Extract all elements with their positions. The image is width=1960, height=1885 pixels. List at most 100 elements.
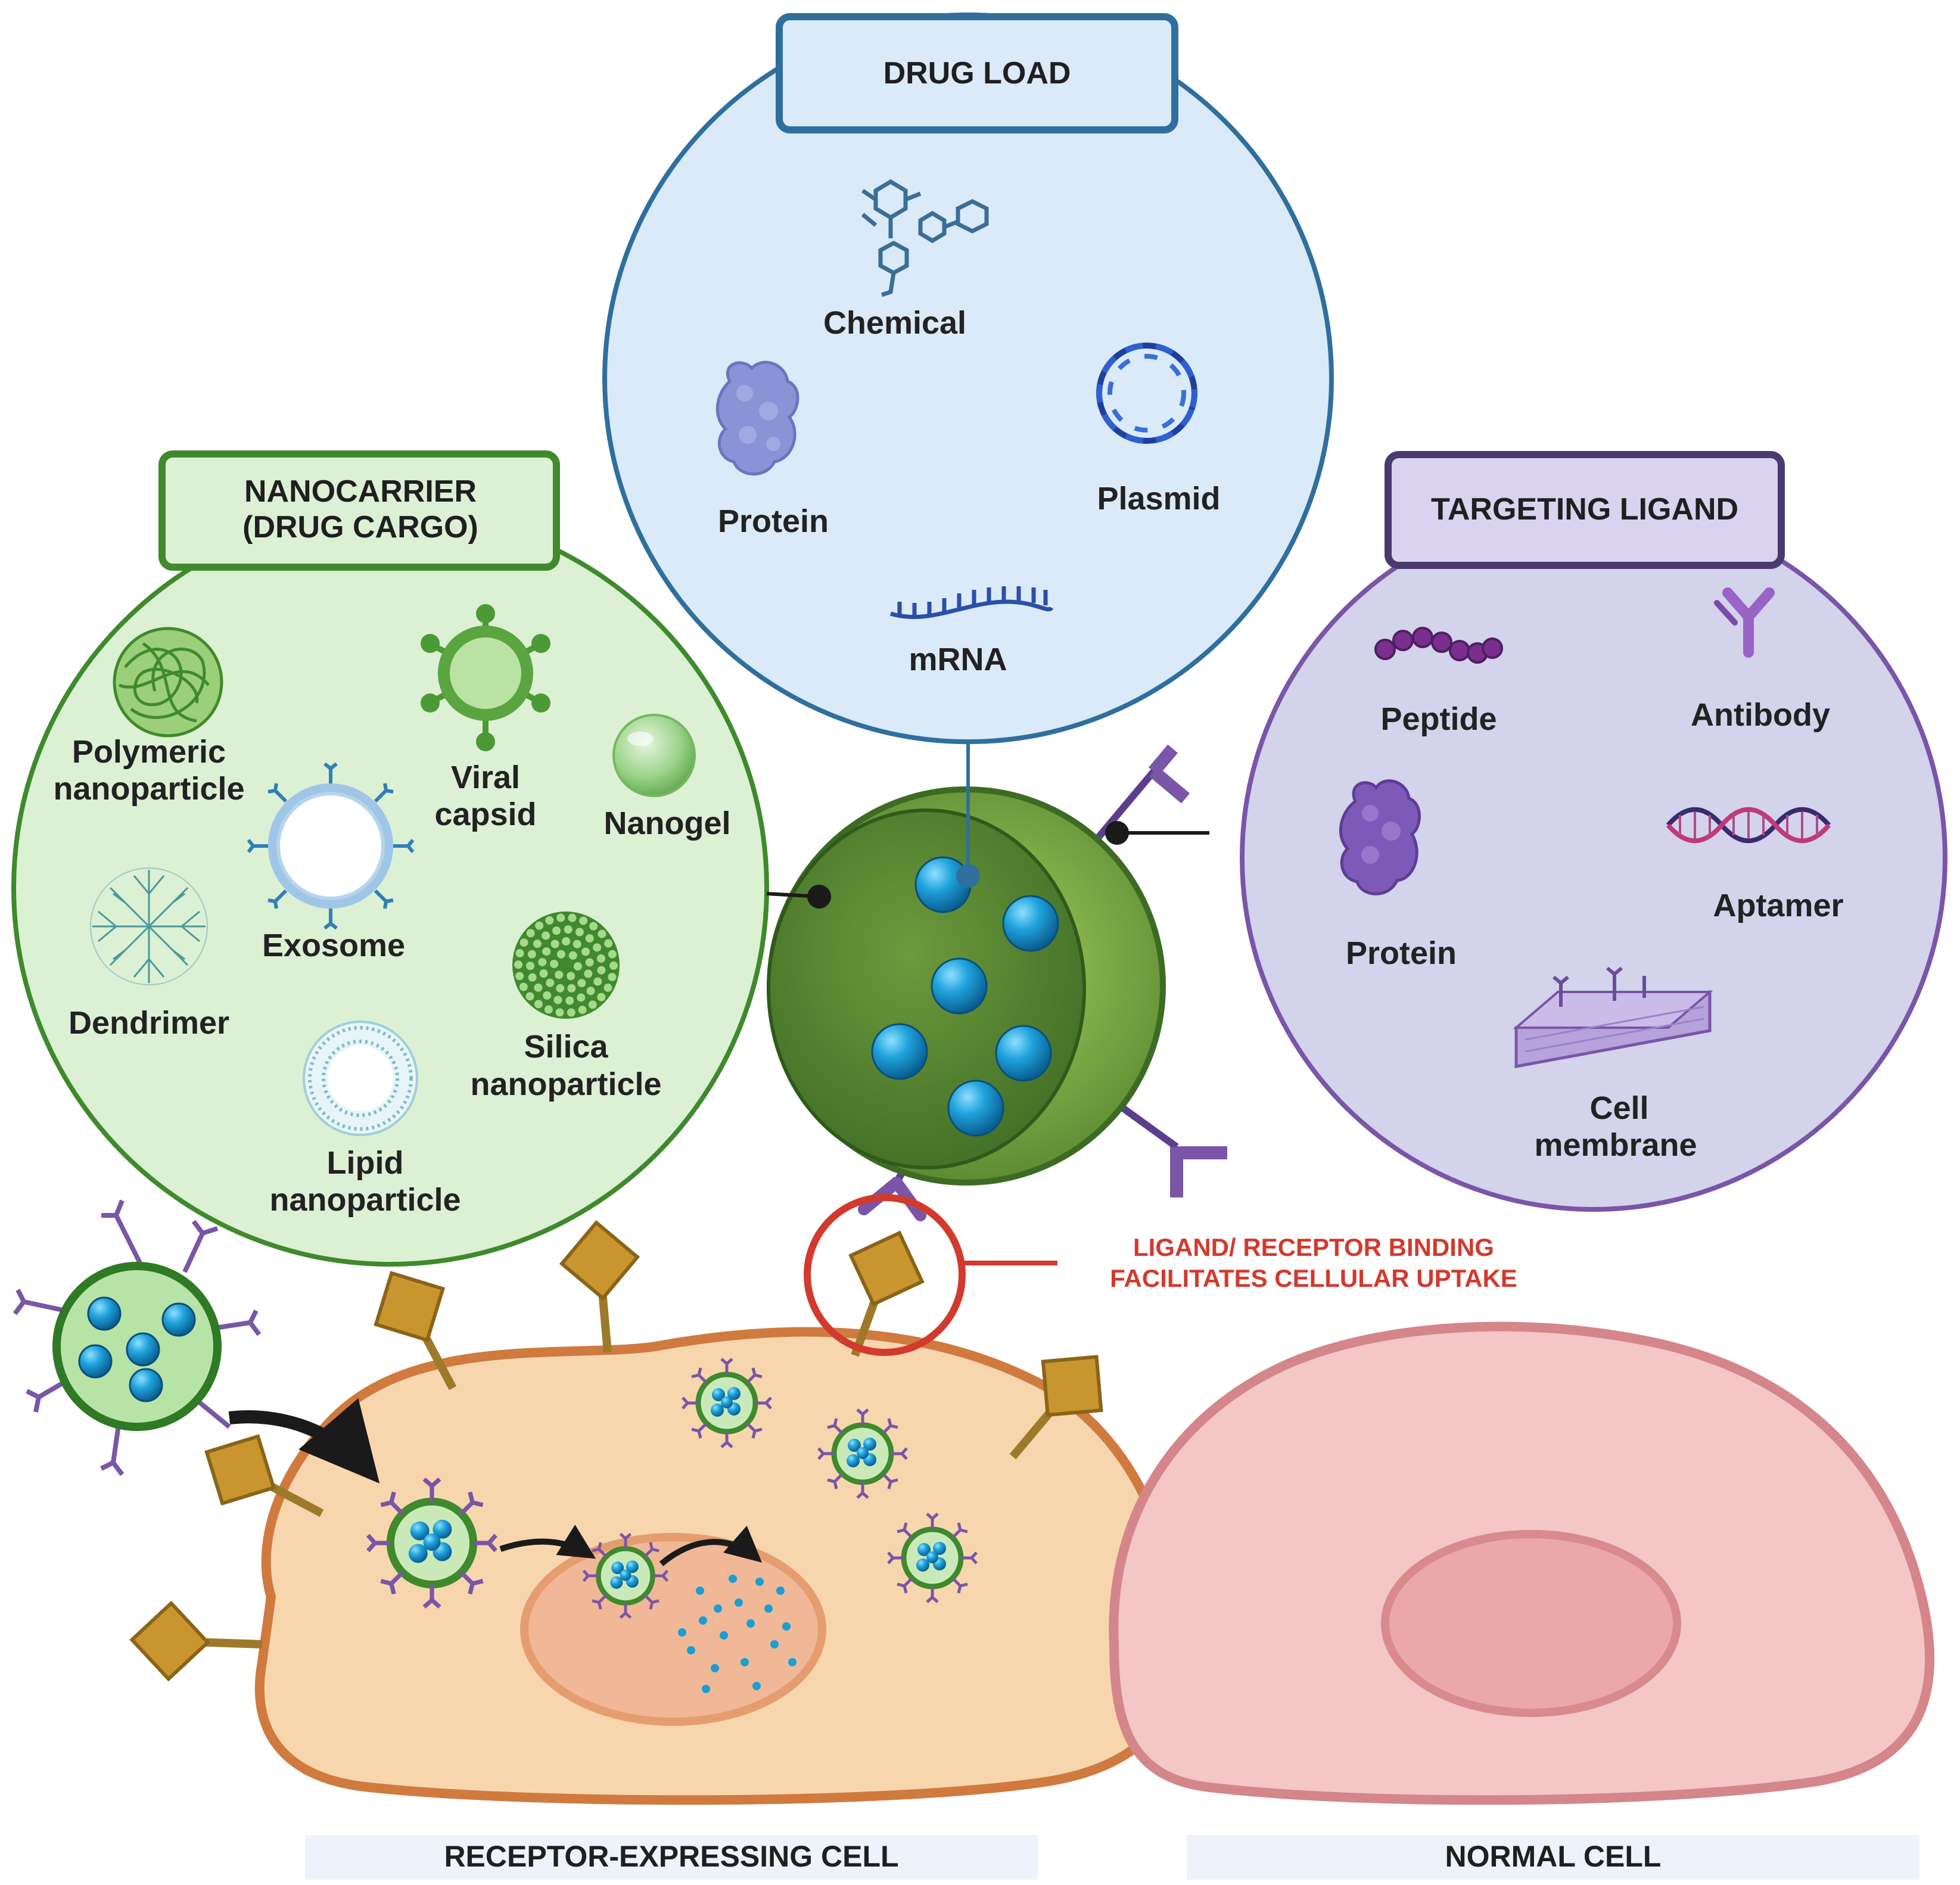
silica-pore [573, 940, 581, 948]
drug-sphere [87, 1296, 122, 1331]
silica-pore [608, 972, 617, 981]
central-antibody-bottom-right [1121, 1105, 1227, 1197]
silica-pore [593, 977, 602, 986]
silica-pore [525, 992, 534, 1001]
binding-annotation: LIGAND/ RECEPTOR BINDING FACILITATES CEL… [804, 1194, 1517, 1356]
silica-pore [564, 925, 573, 934]
silica-pore [534, 1000, 543, 1009]
silica-pore [514, 960, 523, 969]
nanocarrier-title-2: (DRUG CARGO) [242, 510, 478, 545]
silica-pore [526, 929, 535, 938]
drug-sphere [947, 1080, 1004, 1137]
silica-pore [603, 983, 612, 992]
silica-pore [544, 1005, 553, 1014]
normal-cell-caption: NORMAL CELL [1445, 1840, 1662, 1873]
silica-pore [556, 913, 565, 922]
silica-pore [573, 962, 582, 971]
dendrimer-label: Dendrimer [69, 1005, 229, 1041]
released-drug-dot [755, 1578, 764, 1586]
drug-sphere [129, 1368, 163, 1402]
nanogel-icon [612, 714, 696, 797]
drug-sphere [1002, 895, 1059, 952]
silica-pore [535, 921, 544, 930]
silica-pore [585, 934, 594, 943]
silica-pore [555, 1008, 564, 1017]
targeting-ligand-title: TARGETING LIGAND [1431, 492, 1738, 527]
released-drug-dot [770, 1640, 779, 1648]
drug-sphere [161, 1302, 196, 1337]
silica-pore [542, 947, 551, 956]
silica-pore [556, 950, 565, 959]
silica-pore [578, 1006, 587, 1015]
normal-cell [1109, 1321, 1935, 1805]
receptor-cell-caption-bg [305, 1835, 1038, 1880]
arrow-icon [499, 1525, 596, 1559]
released-drug-dot [788, 1658, 797, 1666]
silica-pore [556, 984, 565, 993]
silica-pore [545, 916, 554, 925]
drug-load-title: DRUG LOAD [883, 56, 1071, 91]
aptamer-label: Aptamer [1713, 888, 1843, 923]
antibody-icon [1714, 587, 1775, 658]
silica-pore [533, 940, 542, 948]
cell-captions: RECEPTOR-EXPRESSING CELL NORMAL CELL [305, 1835, 1919, 1880]
peptide-icon [1374, 627, 1503, 664]
protein-icon [715, 360, 799, 476]
released-drug-dot [699, 1616, 707, 1625]
silica-pore [542, 931, 550, 940]
silica-pore [596, 954, 605, 963]
lipid-label-2: nanoparticle [269, 1182, 461, 1218]
protein-label: Protein [718, 503, 829, 539]
nanogel-label: Nanogel [603, 805, 730, 841]
silica-pore [577, 993, 586, 1002]
silica-pore [567, 972, 575, 981]
drug-sphere [78, 1344, 113, 1379]
chemical-icon [861, 179, 989, 297]
silica-pore [567, 1008, 575, 1017]
silica-pore [528, 973, 537, 982]
drug-load-panel: DRUG LOAD Chemical Protein Plasmid [602, 13, 1334, 744]
silica-pore [577, 979, 586, 988]
connectors [766, 742, 1209, 909]
silica-pore [546, 978, 555, 987]
released-drug-dot [702, 1685, 710, 1693]
aptamer-icon [1666, 807, 1831, 844]
silica-pore [555, 971, 564, 979]
exosome-label: Exosome [262, 928, 405, 963]
silica-pore [550, 940, 559, 948]
silica-pore [550, 959, 559, 968]
released-drug-dot [752, 1682, 761, 1690]
silica-pore [585, 958, 594, 967]
silica-pore [562, 937, 571, 946]
annotation-line-1: LIGAND/ RECEPTOR BINDING [1133, 1233, 1494, 1261]
plasmid-icon [1096, 343, 1197, 444]
released-drug-dot [714, 1604, 722, 1613]
arrow-icon [228, 1398, 380, 1484]
silica-nanoparticle-icon [512, 912, 620, 1019]
cell-membrane-label-1: Cell [1589, 1090, 1648, 1126]
silica-pore [565, 996, 574, 1005]
released-drug-dot [764, 1604, 773, 1613]
dendrimer-icon [90, 867, 208, 985]
silica-pore [567, 984, 576, 993]
lipid-label-1: Lipid [327, 1145, 404, 1181]
viral-capsid-icon [421, 604, 550, 751]
silica-pore [515, 972, 524, 981]
exosome-icon [247, 762, 415, 930]
silica-label-2: nanoparticle [470, 1066, 661, 1102]
released-drug-dot [735, 1598, 743, 1607]
silica-pore [575, 928, 584, 937]
drug-sphere [126, 1332, 160, 1367]
targeted-nanoparticle-outside [13, 1199, 262, 1476]
released-drug-dot [746, 1619, 755, 1628]
silica-pore [568, 951, 577, 960]
normal-cell-caption-bg [1187, 1835, 1919, 1880]
polymeric-label-1: Polymeric [72, 734, 226, 770]
silica-pore [553, 996, 562, 1004]
released-drug-dot [720, 1631, 728, 1640]
receptor-cell-caption: RECEPTOR-EXPRESSING CELL [444, 1840, 898, 1873]
drug-sphere [871, 1023, 928, 1080]
polymeric-nanoparticle-icon [113, 627, 223, 738]
targeting-protein-icon [1339, 779, 1421, 895]
